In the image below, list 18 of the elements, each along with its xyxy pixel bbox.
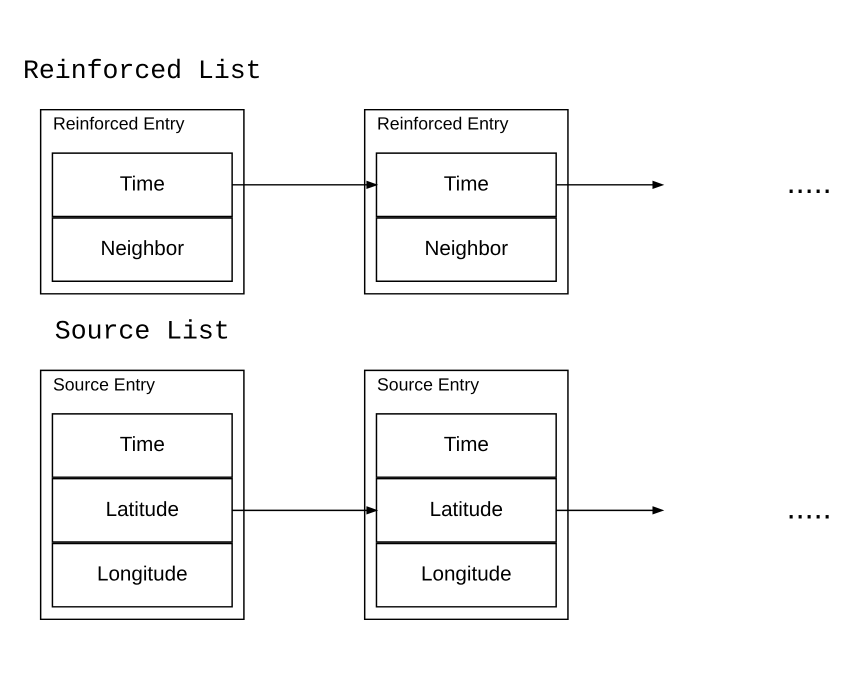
label: ..... (786, 489, 832, 526)
arrow (232, 180, 378, 188)
node-box: Time (52, 412, 233, 478)
node-box: Latitude (52, 477, 233, 542)
node-box: Time (52, 152, 233, 217)
node-box: Neighbor (52, 216, 233, 282)
label: Reinforced List (23, 55, 262, 86)
node-box: Time (376, 152, 557, 217)
node-box: Latitude (376, 477, 557, 542)
label: Source List (54, 316, 230, 346)
arrow (556, 180, 664, 188)
node-box: Longitude (52, 542, 233, 608)
arrow (232, 506, 378, 514)
node-box: Neighbor (376, 216, 557, 282)
arrow (556, 506, 664, 514)
label: ..... (786, 164, 832, 200)
node-box: Longitude (376, 542, 557, 608)
node-box: Time (376, 412, 557, 478)
